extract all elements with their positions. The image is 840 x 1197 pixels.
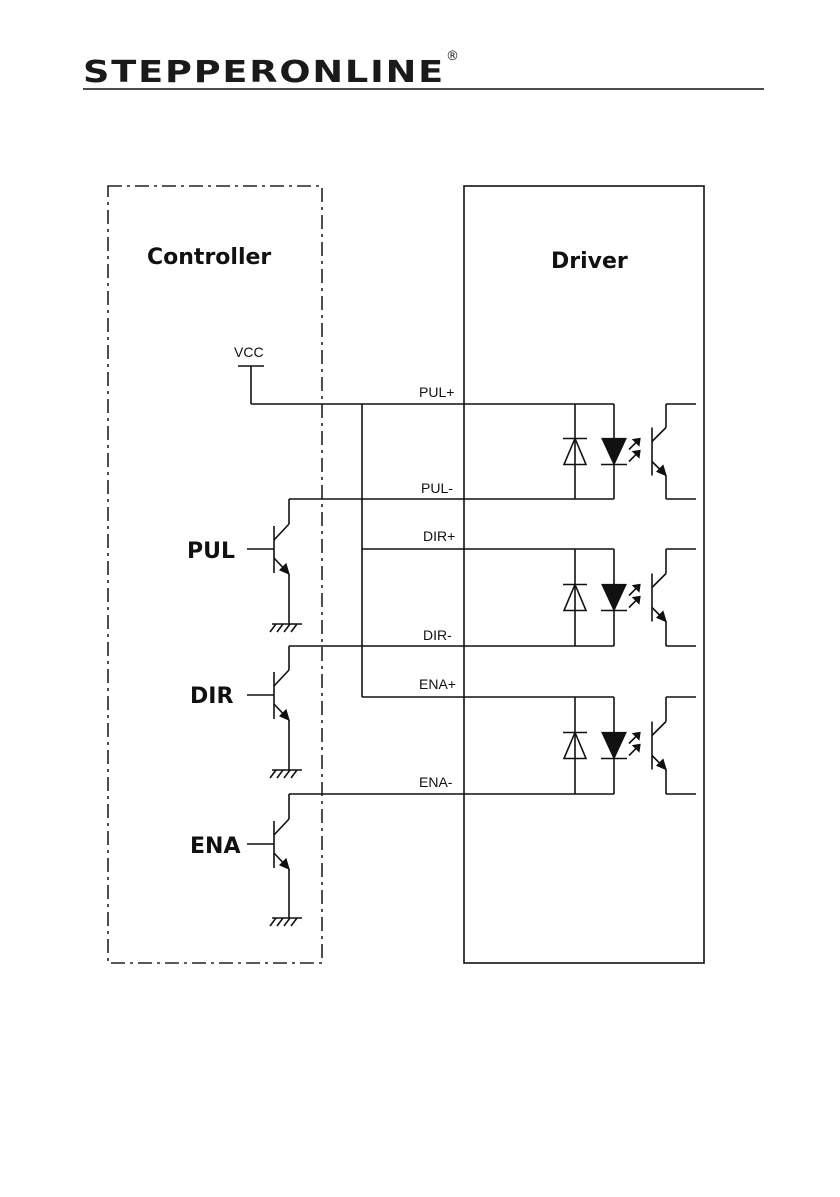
ground-symbol bbox=[270, 918, 302, 926]
ena-output-transistor: ENA bbox=[190, 794, 464, 926]
pul-output-transistor: PUL bbox=[187, 499, 464, 632]
ground-symbol bbox=[270, 624, 302, 632]
pin-dir-minus: DIR- bbox=[423, 627, 452, 643]
driver-box bbox=[464, 186, 704, 963]
pin-pul-plus: PUL+ bbox=[419, 384, 454, 400]
dir-optocoupler bbox=[464, 549, 696, 646]
vcc-label: VCC bbox=[234, 344, 264, 360]
led-icon bbox=[602, 585, 626, 611]
controller-label: Controller bbox=[147, 245, 271, 270]
ena-optocoupler bbox=[464, 697, 696, 794]
brand-logo: STEPPERONLINE ® bbox=[83, 49, 459, 90]
registered-mark: ® bbox=[446, 49, 459, 64]
ground-symbol bbox=[270, 770, 302, 778]
pin-ena-plus: ENA+ bbox=[419, 676, 456, 692]
pin-dir-plus: DIR+ bbox=[423, 528, 455, 544]
dir-output-transistor: DIR bbox=[190, 646, 464, 778]
brand-name: STEPPERONLINE bbox=[83, 55, 445, 90]
pin-ena-minus: ENA- bbox=[419, 774, 453, 790]
led-icon bbox=[602, 439, 626, 465]
pul-signal-label: PUL bbox=[187, 539, 235, 564]
ena-signal-label: ENA bbox=[190, 834, 240, 859]
led-icon bbox=[602, 733, 626, 759]
dir-signal-label: DIR bbox=[190, 684, 233, 709]
driver-optocouplers bbox=[464, 404, 696, 794]
pin-pul-minus: PUL- bbox=[421, 480, 453, 496]
driver-label: Driver bbox=[551, 249, 628, 274]
positive-bus bbox=[362, 404, 464, 697]
pul-optocoupler bbox=[464, 404, 696, 499]
